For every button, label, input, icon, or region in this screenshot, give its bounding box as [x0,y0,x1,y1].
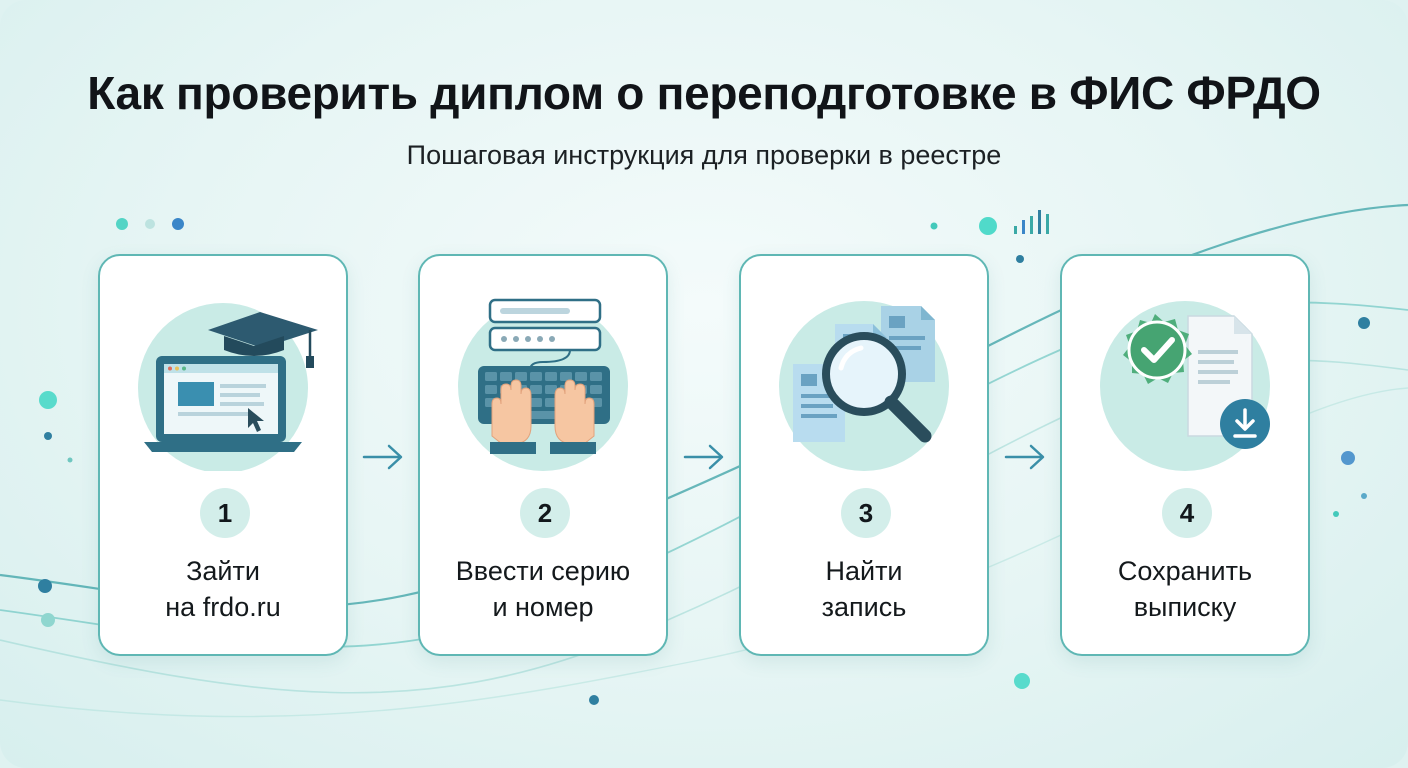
step-label-3-line2: запись [821,592,907,622]
magnifier-documents-icon [761,286,967,471]
step-label-4-line1: Сохранить [1117,556,1253,586]
step-label-2-line1: Ввести серию [455,556,631,586]
step-card-3: 3 Найти запись [739,254,989,656]
step-number-2: 2 [520,488,570,538]
step-number-1: 1 [200,488,250,538]
arrow-right-icon [683,444,724,470]
step-card-1: 1 Зайти на frdo.ru [98,254,348,656]
step-number-4: 4 [1162,488,1212,538]
step-number-3: 3 [841,488,891,538]
page-subtitle: Пошаговая инструкция для проверки в реес… [406,140,1002,170]
step-label-1-line1: Зайти [186,556,260,586]
step-label-4-line2: выписку [1133,592,1237,622]
laptop-graduation-cap-icon [120,286,326,473]
certificate-download-icon [1082,286,1288,471]
arrow-right-icon [362,444,403,470]
step-label-2-line2: и номер [492,592,594,622]
step-card-2: 2 Ввести серию и номер [418,254,668,656]
step-label-3-line1: Найти [825,556,903,586]
keyboard-form-icon [440,286,646,471]
arrow-right-icon [1004,444,1045,470]
page-title: Как проверить диплом о переподготовке в … [87,67,1321,119]
step-card-4: 4 Сохранить выписку [1060,254,1310,656]
step-label-1-line2: на frdo.ru [165,592,281,622]
